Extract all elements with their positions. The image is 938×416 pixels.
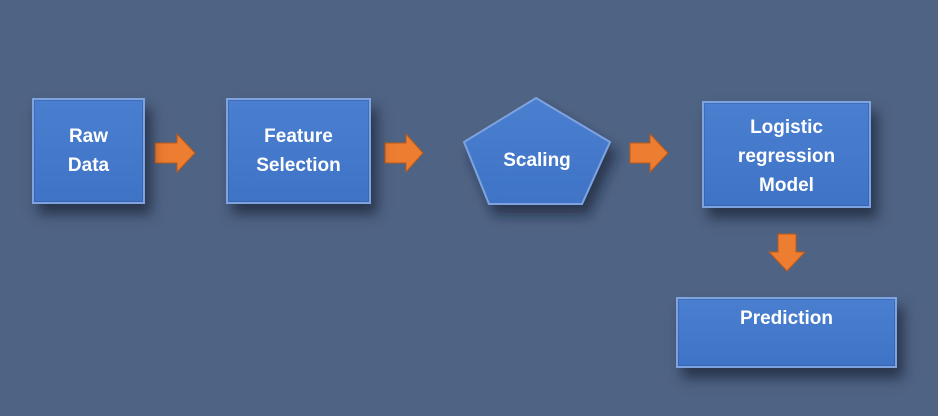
prediction-node: Prediction	[676, 297, 897, 368]
feature-selection-node: Feature Selection	[226, 98, 371, 204]
raw-data-label: Raw Data	[67, 126, 110, 176]
arrow-logistic-to-prediction	[767, 233, 807, 272]
scaling-label: Scaling	[503, 150, 571, 171]
prediction-label: Prediction	[740, 308, 833, 329]
logistic-regression-label: Logistic regression Model	[737, 117, 836, 196]
scaling-node-shape	[462, 96, 612, 205]
arrow-scaling-to-logistic	[629, 132, 669, 174]
feature-selection-label: Feature Selection	[256, 126, 341, 176]
arrow-raw-to-feature	[154, 132, 196, 174]
raw-data-node: Raw Data	[32, 98, 145, 204]
arrow-feature-to-scaling	[384, 132, 424, 174]
logistic-regression-node: Logistic regression Model	[702, 101, 871, 208]
